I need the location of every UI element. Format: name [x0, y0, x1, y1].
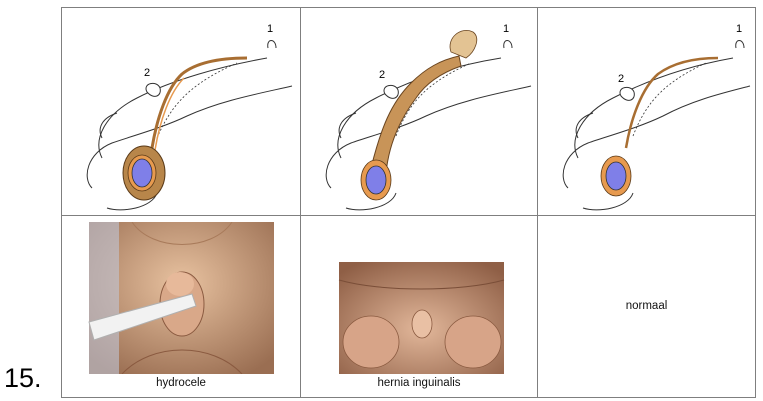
normal-text-cell: normaal [538, 216, 755, 398]
hydrocele-photo [62, 222, 300, 374]
normal-diagram-cell: 1 2 [538, 8, 755, 215]
hernia-diagram-cell: 1 2 [301, 8, 537, 215]
normal-caption: normaal [538, 300, 755, 312]
normal-diagram: 1 2 [538, 8, 755, 215]
marker-1-label: 1 [503, 23, 509, 35]
hydrocele-diagram-cell: 1 2 [62, 8, 300, 215]
marker-1-label: 1 [736, 23, 742, 35]
hernia-caption: hernia inguinalis [301, 377, 537, 389]
figure-grid: 1 2 1 2 [61, 7, 756, 398]
hydrocele-photo-cell: hydrocele [62, 216, 300, 398]
marker-1-label: 1 [267, 23, 273, 35]
hernia-photo [301, 262, 537, 374]
hernia-photo-cell: hernia inguinalis [301, 216, 537, 398]
marker-2-label: 2 [379, 69, 385, 81]
hernia-diagram: 1 2 [301, 8, 537, 215]
question-number: 15. [4, 365, 42, 392]
hydrocele-caption: hydrocele [62, 377, 300, 389]
hydrocele-diagram: 1 2 [62, 8, 300, 215]
marker-2-label: 2 [144, 67, 150, 79]
marker-2-label: 2 [618, 73, 624, 85]
